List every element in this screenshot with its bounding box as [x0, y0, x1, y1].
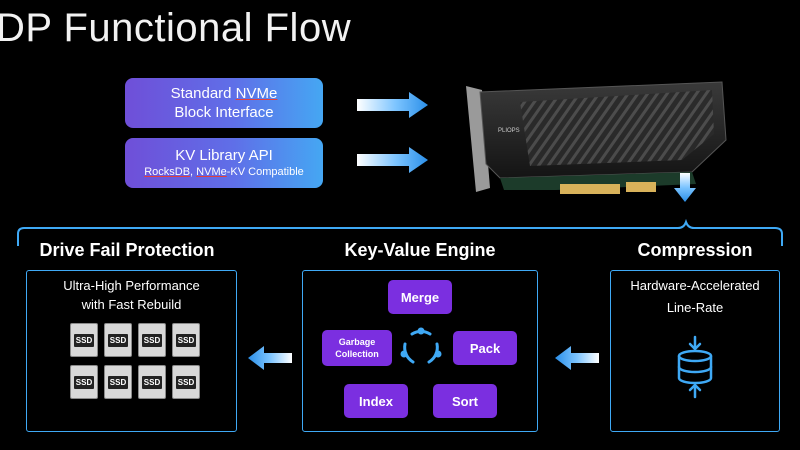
kv-engine-panel: [302, 270, 538, 432]
ssd-icon: SSD: [138, 365, 166, 399]
nvme-line1-text: Standard: [170, 85, 236, 102]
nvme-line2-text: Block Interface: [174, 104, 274, 121]
page-title: DP Functional Flow: [0, 6, 352, 50]
sort-pill: Sort: [433, 384, 497, 418]
drive-fail-panel: [26, 270, 237, 432]
nvme-line1-underlined: NVMe: [235, 85, 278, 102]
pack-pill: Pack: [453, 331, 517, 365]
kv-api-nvme-text: NVMe: [196, 166, 227, 178]
arrow-left-icon: [555, 346, 599, 370]
merge-pill: Merge: [388, 280, 452, 314]
compression-panel: [610, 270, 780, 432]
ssd-grid: SSD SSD SSD SSD SSD SSD SSD SSD: [70, 323, 200, 399]
ssd-icon: SSD: [104, 365, 132, 399]
ssd-icon: SSD: [70, 323, 98, 357]
ssd-icon: SSD: [104, 323, 132, 357]
drive-fail-text: Ultra-High Performance with Fast Rebuild: [63, 278, 200, 312]
card-brand-text: PLIOPS: [498, 128, 520, 134]
drive-fail-title: Drive Fail Protection: [39, 240, 215, 260]
kv-engine-title: Key-Value Engine: [344, 240, 496, 260]
arrow-right-icon: [357, 92, 428, 118]
garbage-collection-pill: Garbage Collection: [322, 330, 392, 366]
ssd-icon: SSD: [172, 323, 200, 357]
arrow-down-icon: [674, 173, 696, 202]
ssd-icon: SSD: [172, 365, 200, 399]
kv-api-line1-text: KV Library API: [175, 147, 273, 164]
arrow-left-icon: [248, 346, 292, 370]
compression-title: Compression: [637, 240, 753, 260]
kv-api-rocksdb-text: RocksDB: [144, 166, 191, 178]
ssd-icon: SSD: [70, 365, 98, 399]
compression-text: Hardware-Accelerated Line-Rate: [630, 278, 760, 315]
bracket-line: [17, 218, 783, 246]
database-compress-icon: [677, 335, 713, 399]
nvme-block-interface-box: Standard NVMe Block Interface: [125, 78, 323, 128]
arrow-right-icon: [357, 147, 428, 173]
pcie-card-image: PLIOPS: [466, 81, 727, 194]
ssd-icon: SSD: [138, 323, 166, 357]
kv-library-api-box: KV Library API RocksDB, NVMe-KV Compatib…: [125, 138, 323, 188]
index-pill: Index: [344, 384, 408, 418]
cycle-icon: [400, 327, 442, 364]
